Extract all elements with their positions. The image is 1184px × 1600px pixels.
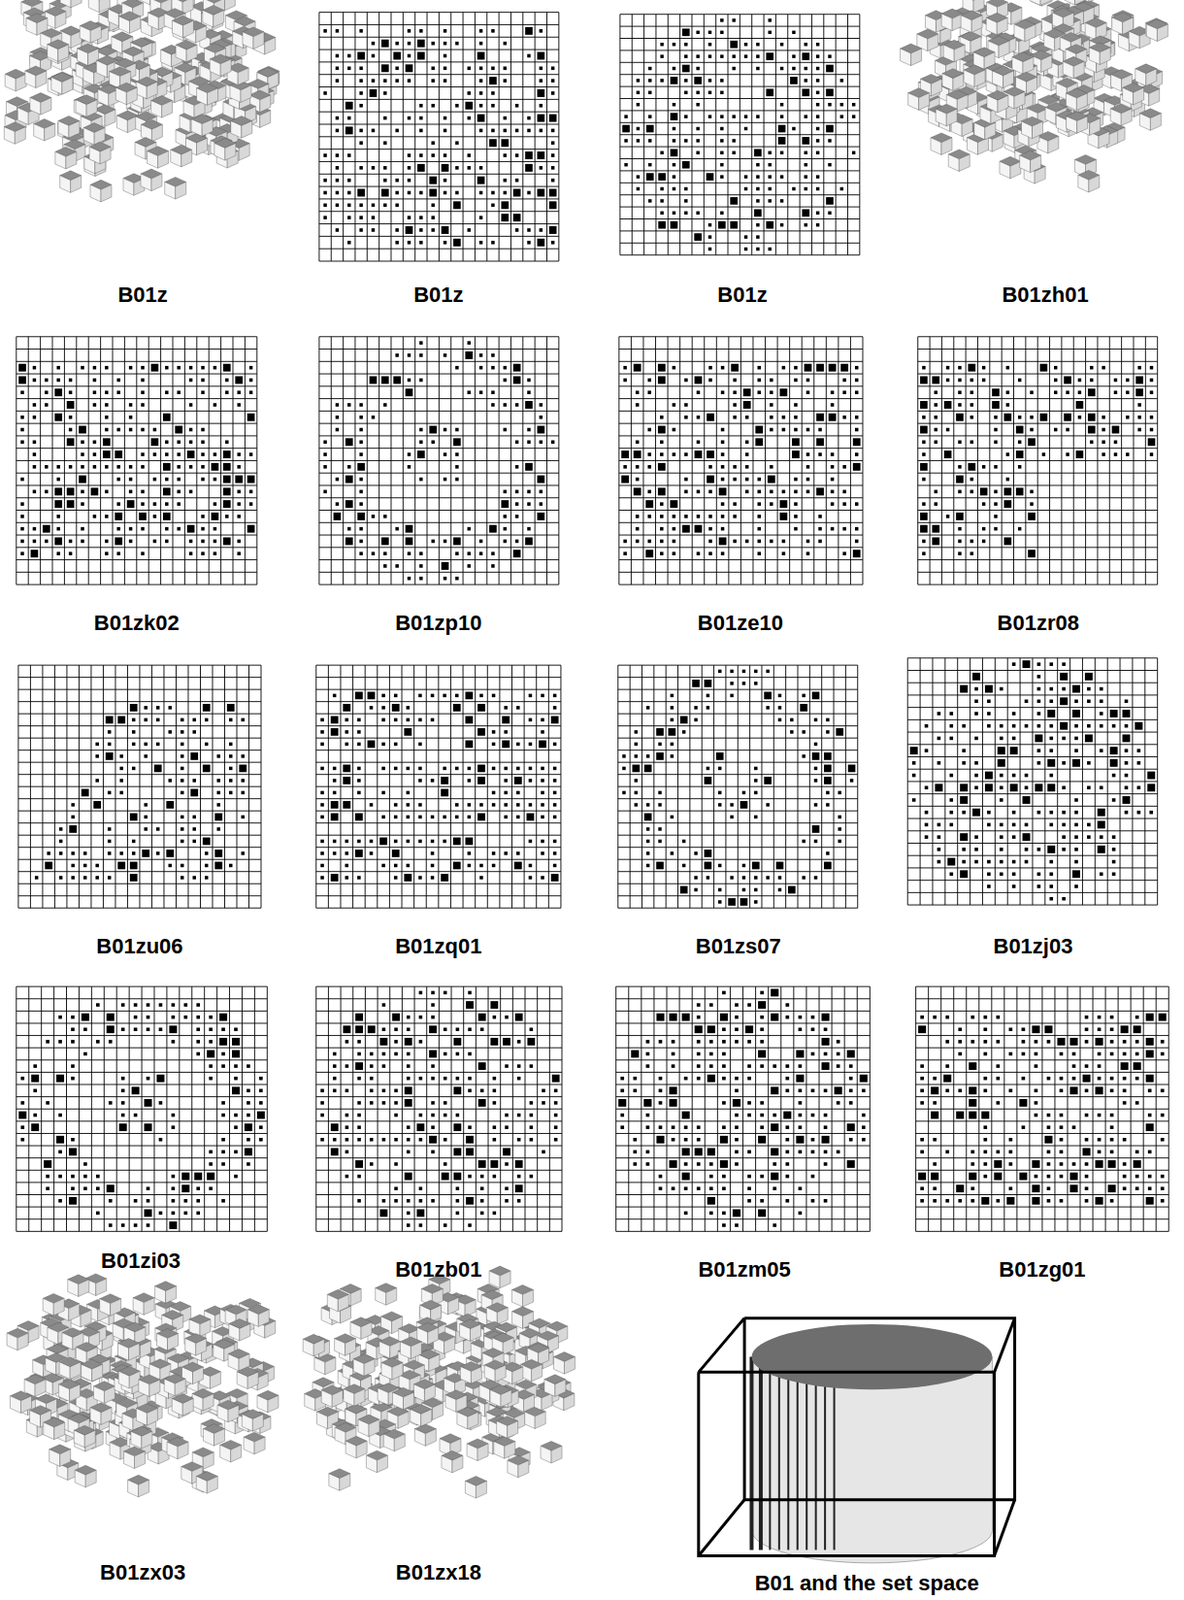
figure-stage: B01zB01zB01zB01zh01B01zk02B01zp10B01ze10… [0, 0, 1184, 1600]
